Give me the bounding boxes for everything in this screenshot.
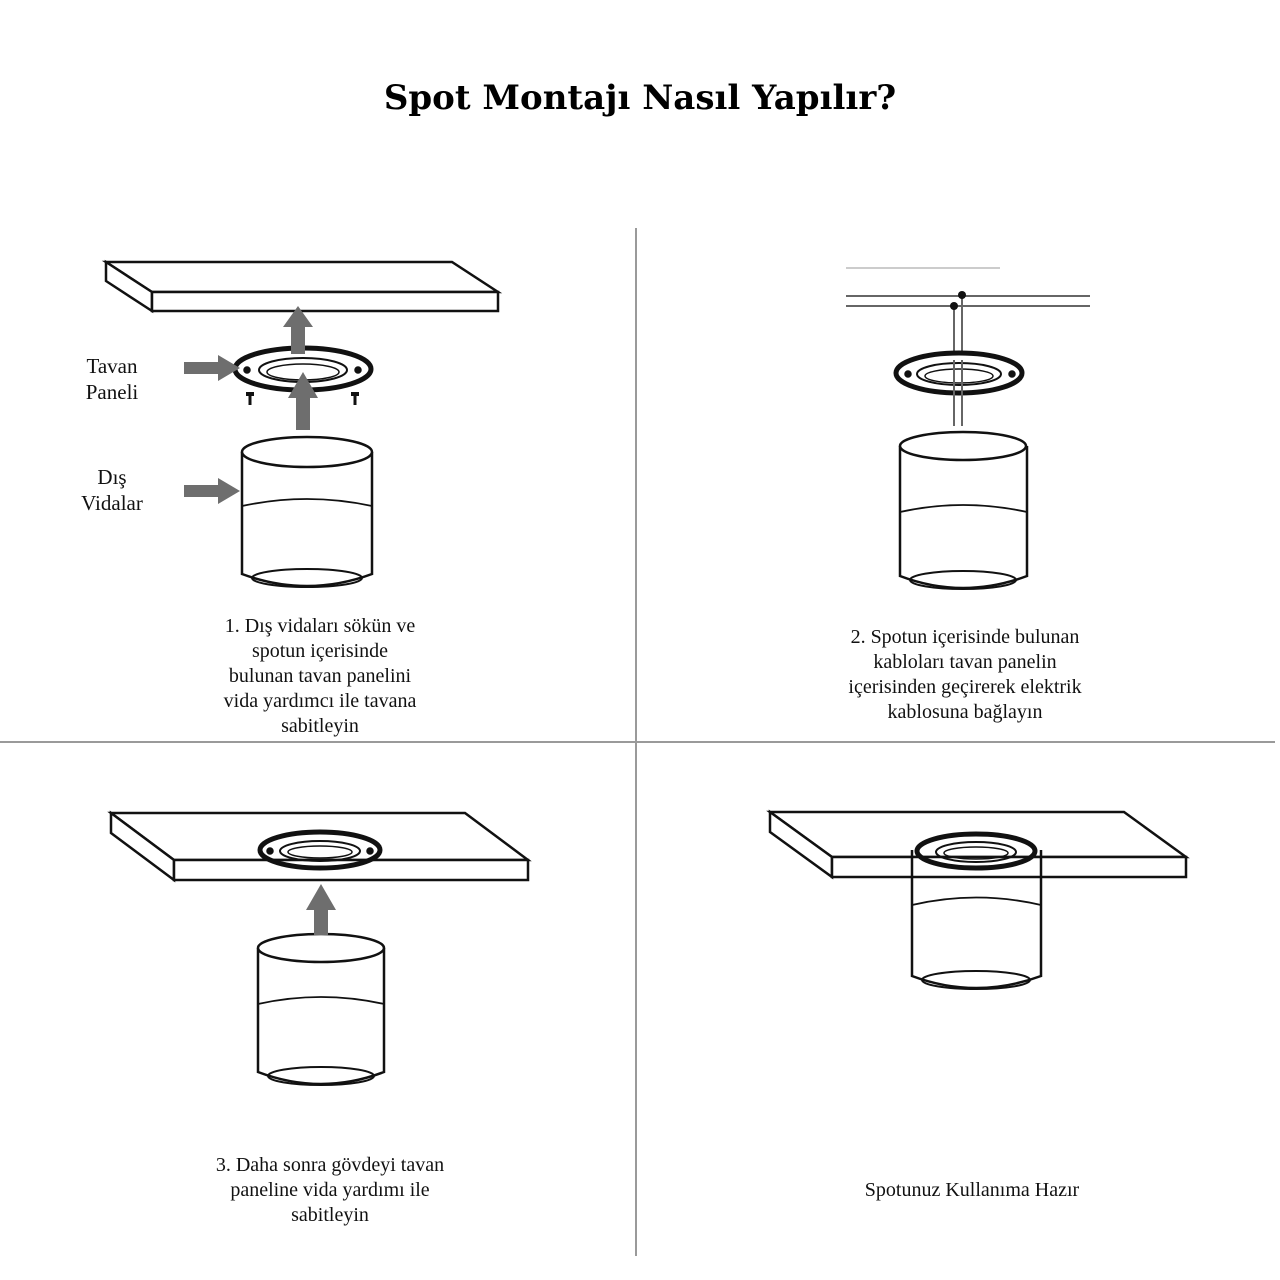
step-3-line-2: paneline vida yardımı ile — [230, 1179, 430, 1201]
step-2-line-4: kablosuna bağlayın — [887, 701, 1043, 723]
step-1-line-4: vida yardımcı ile tavana — [223, 690, 417, 712]
page-title: Spot Montajı Nasıl Yapılır? — [383, 78, 897, 118]
step-4-caption: Spotunuz Kullanıma Hazır — [800, 1178, 1144, 1203]
dis-vidalar-label-line-2: Vidalar — [81, 491, 143, 515]
arrow-up-to-ceiling — [283, 306, 313, 354]
spot-body-3 — [256, 932, 386, 1086]
mounting-plate-3 — [257, 829, 383, 871]
step-2-illustration — [846, 267, 1090, 590]
screw-right — [351, 392, 359, 405]
step-1-line-2: spotun içerisinde — [251, 640, 389, 662]
dis-vidalar-label: Dış Vidalar — [62, 464, 162, 516]
spot-body-1 — [240, 435, 374, 588]
screw-left — [246, 392, 254, 405]
spot-body-2 — [898, 430, 1029, 590]
step-2-line-2: kabloları tavan panelin — [873, 651, 1057, 673]
step-1-line-3: bulunan tavan panelini — [228, 665, 412, 687]
step-2-line-1: 2. Spotun içerisinde bulunan — [850, 626, 1080, 648]
step-3-line-3: sabitleyin — [291, 1204, 369, 1226]
step-4-line-1: Spotunuz Kullanıma Hazır — [864, 1179, 1080, 1201]
step-1-caption: 1. Dış vidaları sökün ve spotun içerisin… — [150, 614, 490, 739]
step-2-line-3: içerisinden geçirerek elektrik — [848, 676, 1082, 698]
electric-wires — [846, 267, 1090, 426]
step-3-illustration — [107, 810, 532, 1086]
mounting-plate-2 — [893, 350, 1025, 396]
step-2-caption: 2. Spotun içerisinde bulunan kabloları t… — [780, 625, 1150, 725]
arrow-right-to-screws — [184, 478, 240, 504]
spot-body-4 — [910, 850, 1043, 990]
step-4-illustration — [766, 809, 1190, 990]
ceiling-slab-3 — [107, 810, 532, 883]
tavan-paneli-label-line-1: Tavan — [86, 354, 138, 378]
mounting-plate-4 — [914, 831, 1038, 871]
step-3-caption: 3. Daha sonra gövdeyi tavan paneline vid… — [150, 1153, 510, 1228]
step-3-line-1: 3. Daha sonra gövdeyi tavan — [215, 1154, 445, 1176]
arrow-right-to-plate — [184, 355, 240, 381]
step-1-line-5: sabitleyin — [281, 715, 359, 737]
arrow-up-to-plate — [288, 372, 318, 430]
dis-vidalar-label-line-1: Dış — [97, 465, 127, 489]
step-1-arrows — [184, 306, 318, 504]
ceiling-slab-1 — [101, 259, 503, 314]
tavan-paneli-label: Tavan Paneli — [62, 353, 162, 405]
arrow-up-to-ceiling-3 — [306, 884, 336, 935]
tavan-paneli-label-line-2: Paneli — [85, 380, 139, 404]
step-1-line-1: 1. Dış vidaları sökün ve — [224, 615, 416, 637]
